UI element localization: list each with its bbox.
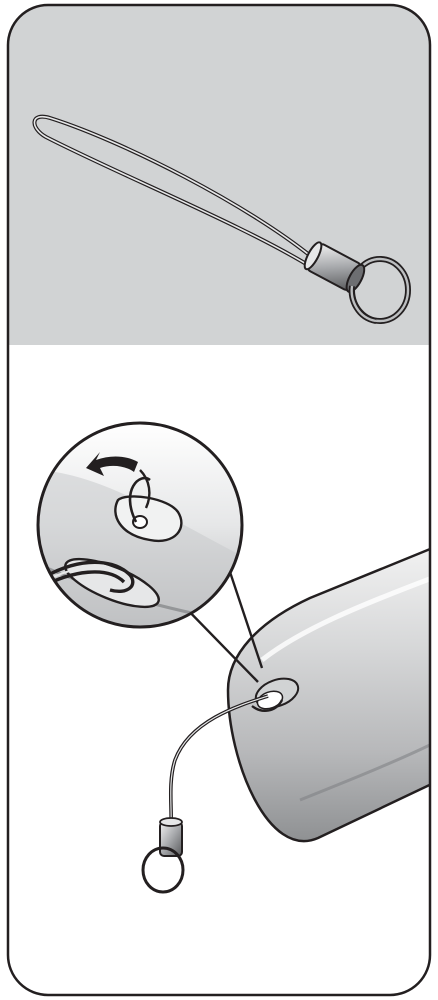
device-body [226,547,430,843]
figure-frame [6,3,432,997]
strap-cap [303,241,366,293]
detail-magnifier [36,421,244,629]
threading-arrow [86,452,151,509]
attached-strap [141,694,284,894]
strap-illustration [32,114,411,324]
attached-key-ring [141,846,185,894]
top-panel-background [8,5,430,345]
